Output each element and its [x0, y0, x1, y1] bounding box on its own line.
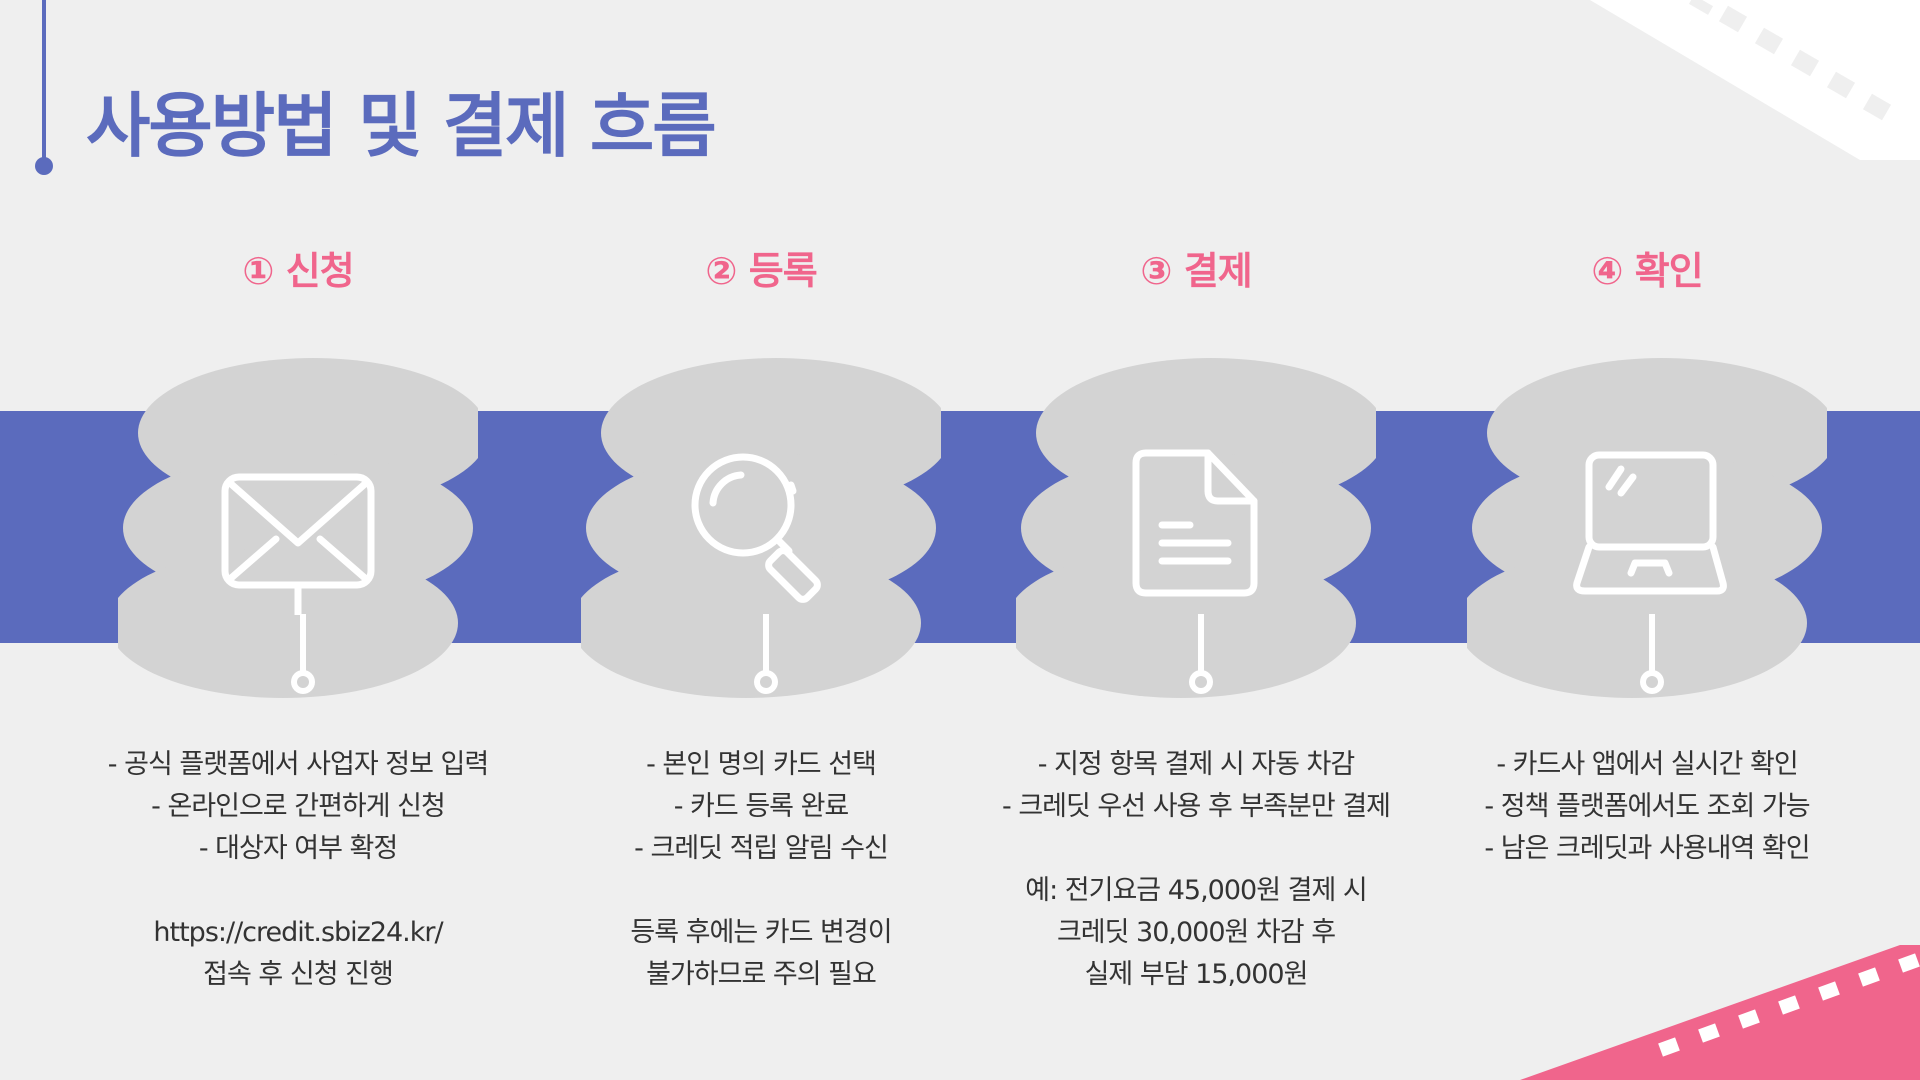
step-line: - 본인 명의 카드 선택	[646, 749, 877, 780]
step-note-line: 실제 부담 15,000원	[1084, 959, 1309, 990]
step-title: ③ 결제	[1140, 249, 1252, 293]
step-note-line: https://credit.sbiz24.kr/	[153, 917, 443, 948]
page-title: 사용방법 및 결제 흐름	[86, 85, 717, 167]
step-note: 예: 전기요금 45,000원 결제 시 크레딧 30,000원 차감 후 실제…	[966, 870, 1426, 996]
step-connector	[1189, 614, 1213, 694]
step-title: ② 등록	[705, 249, 817, 293]
step-description: - 지정 항목 결제 시 자동 차감 - 크레딧 우선 사용 후 부족분만 결제	[966, 744, 1426, 828]
step-note: 등록 후에는 카드 변경이 불가하므로 주의 필요	[531, 912, 991, 996]
step-note-line: 불가하므로 주의 필요	[646, 959, 877, 990]
step-line: - 크레딧 적립 알림 수신	[634, 833, 889, 864]
step-line: - 정책 플랫폼에서도 조회 가능	[1484, 791, 1810, 822]
step-note-line: 크레딧 30,000원 차감 후	[1056, 917, 1336, 948]
step-connector	[1640, 614, 1664, 694]
step-payment: ③ 결제 - 지정 항목 결제 시 자동 차감 - 크레딧 우선 사용 후 부족…	[966, 0, 1426, 1080]
step-description: - 공식 플랫폼에서 사업자 정보 입력 - 온라인으로 간편하게 신청 - 대…	[68, 744, 528, 870]
mail-icon	[221, 473, 375, 615]
title-accent-line	[42, 0, 46, 162]
search-icon	[691, 453, 821, 603]
laptop-icon	[1573, 451, 1727, 595]
step-confirm: ④ 확인 - 카드사 앱에서 실시간 확인 - 정책 플랫폼에서도 조회 가능 …	[1417, 0, 1877, 1080]
step-bubble	[1016, 358, 1376, 698]
step-description: - 본인 명의 카드 선택 - 카드 등록 완료 - 크레딧 적립 알림 수신	[531, 744, 991, 870]
step-line: - 대상자 여부 확정	[198, 833, 398, 864]
step-note-line: 등록 후에는 카드 변경이	[630, 917, 892, 948]
step-note: https://credit.sbiz24.kr/ 접속 후 신청 진행	[68, 912, 528, 996]
step-line: - 온라인으로 간편하게 신청	[151, 791, 446, 822]
step-note-line: 예: 전기요금 45,000원 결제 시	[1025, 875, 1367, 906]
step-line: - 남은 크레딧과 사용내역 확인	[1484, 833, 1810, 864]
step-line: - 카드 등록 완료	[673, 791, 850, 822]
step-line: - 카드사 앱에서 실시간 확인	[1496, 749, 1798, 780]
step-description: - 카드사 앱에서 실시간 확인 - 정책 플랫폼에서도 조회 가능 - 남은 …	[1417, 744, 1877, 870]
step-connector	[754, 614, 778, 694]
step-line: - 크레딧 우선 사용 후 부족분만 결제	[1002, 791, 1391, 822]
step-line: - 지정 항목 결제 시 자동 차감	[1037, 749, 1355, 780]
title-accent-dot	[35, 157, 53, 175]
step-apply: ① 신청 - 공식 플랫폼에서 사업자 정보 입력 - 온라인으로 간편하게 신…	[68, 0, 528, 1080]
step-title: ④ 확인	[1591, 249, 1703, 293]
step-register: ② 등록 - 본인 명의 카드 선택 - 카드 등록 완료 - 크레딧 적립 알…	[531, 0, 991, 1080]
step-line: - 공식 플랫폼에서 사업자 정보 입력	[107, 749, 489, 780]
step-connector	[291, 614, 315, 694]
step-bubble	[118, 358, 478, 698]
step-bubble	[581, 358, 941, 698]
step-note-line: 접속 후 신청 진행	[203, 959, 394, 990]
document-icon	[1132, 449, 1258, 597]
step-title: ① 신청	[242, 249, 354, 293]
